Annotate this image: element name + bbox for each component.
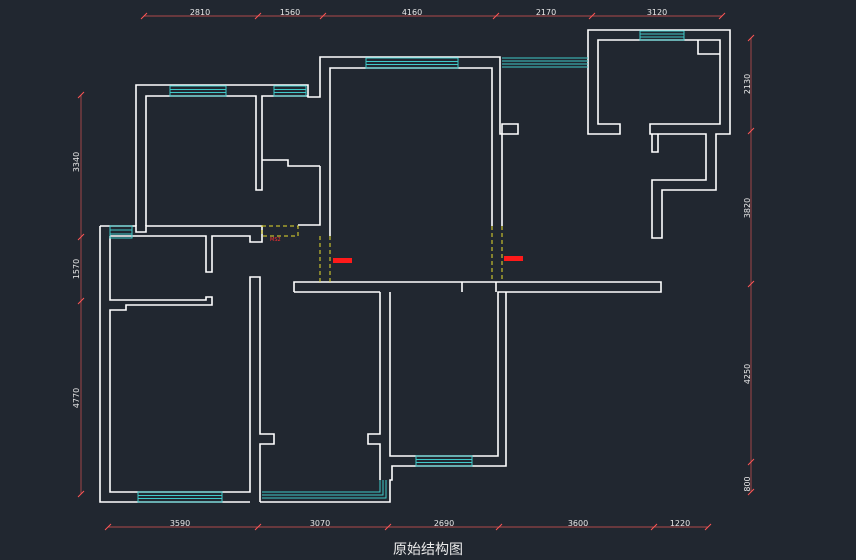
dim-right-3: 4250 <box>743 364 752 384</box>
window-top-central <box>365 57 459 69</box>
wall-small-room <box>262 159 320 167</box>
dim-left-3: 4770 <box>72 388 81 408</box>
wall-central-right-notch <box>499 122 519 226</box>
dim-bottom-1: 3590 <box>170 519 190 528</box>
dim-bottom-5: 1220 <box>670 519 690 528</box>
window-top-right <box>639 30 685 41</box>
dimension-left: 3340 1570 4770 <box>72 91 85 498</box>
dim-right-4: 800 <box>743 476 752 491</box>
wall-upper-left-inner <box>145 95 308 226</box>
dimension-bottom: 3590 3070 2690 3600 1220 <box>104 519 712 531</box>
window-left-small <box>109 225 133 239</box>
dim-bottom-4: 3600 <box>568 519 588 528</box>
wall-central-inner <box>329 67 493 236</box>
dim-right-1: 2130 <box>743 74 752 94</box>
red-marker-right <box>504 256 523 261</box>
window-balcony-link <box>502 57 588 68</box>
door-openings: MS2 <box>261 225 503 282</box>
wall-upper-right-outer <box>587 29 731 239</box>
windows <box>109 30 685 503</box>
small-room-label: MS2 <box>270 237 281 243</box>
wall-right-room <box>389 291 506 457</box>
wall-left-wing-inner <box>109 236 275 502</box>
wall-upper-left-outer <box>135 56 501 226</box>
walls <box>99 29 731 503</box>
wall-bottom-inner <box>367 292 381 480</box>
dim-bottom-2: 3070 <box>310 519 330 528</box>
dimension-top: 2810 1560 4160 2170 3120 <box>140 8 726 20</box>
window-bottom-left <box>137 491 223 503</box>
dim-left-2: 1570 <box>72 259 81 279</box>
window-bottom-corner <box>262 480 387 499</box>
window-bottom-right-room <box>415 455 473 467</box>
dim-top-1: 2810 <box>190 8 210 17</box>
window-top-left <box>169 85 227 97</box>
dim-top-5: 3120 <box>647 8 667 17</box>
wall-left-wing-outer <box>99 226 250 503</box>
dimension-right: 2130 3820 4250 800 <box>743 34 755 496</box>
dim-top-3: 4160 <box>402 8 422 17</box>
dim-right-2: 3820 <box>743 198 752 218</box>
wall-central-partition <box>293 281 662 293</box>
wall-left-wing-top <box>100 225 263 273</box>
wall-small-room-right <box>298 166 321 226</box>
dim-left-1: 3340 <box>72 152 81 172</box>
dim-bottom-3: 2690 <box>434 519 454 528</box>
wall-upper-right-box <box>697 40 720 55</box>
dim-top-2: 1560 <box>280 8 300 17</box>
red-marker-left <box>333 258 352 263</box>
drawing-caption: 原始结构图 <box>393 542 463 558</box>
dim-top-4: 2170 <box>536 8 556 17</box>
wall-bottom <box>260 292 507 503</box>
wall-upper-right-stub <box>651 134 659 153</box>
door-opening-upper <box>261 225 299 237</box>
window-top-small <box>273 85 307 97</box>
